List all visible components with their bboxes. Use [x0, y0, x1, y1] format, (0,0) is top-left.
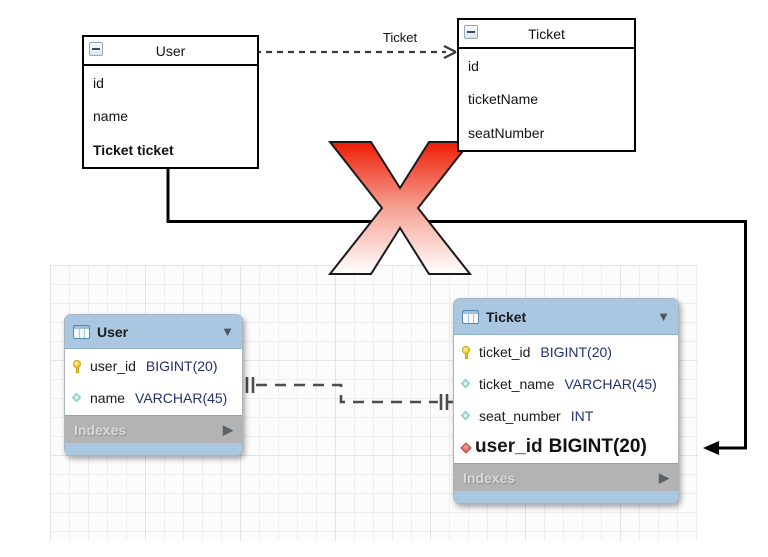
- expand-caret-icon[interactable]: ▶: [659, 470, 669, 485]
- uml-class-user-titlebar[interactable]: User: [84, 37, 257, 66]
- fk-pointer-arrowhead: [703, 441, 719, 455]
- diamond-icon: [460, 377, 473, 392]
- column-name: ticket_id: [479, 344, 531, 360]
- indexes-footer[interactable]: Indexes ▶: [454, 463, 678, 491]
- column-name: ticket_name: [479, 376, 555, 392]
- uml-field[interactable]: id: [459, 49, 634, 83]
- column-row[interactable]: user_id BIGINT(20): [454, 432, 678, 462]
- uml-class-ticket[interactable]: Ticket id ticketName seatNumber: [457, 18, 636, 152]
- diamond-icon: [460, 409, 473, 424]
- column-type: VARCHAR(45): [135, 390, 228, 406]
- er-table-ticket-columns: ticket_id BIGINT(20) ticket_name VARCHAR…: [454, 335, 678, 463]
- collapse-caret-icon[interactable]: ▼: [657, 309, 670, 324]
- table-icon: [73, 324, 90, 339]
- uml-field-label: id: [468, 57, 479, 74]
- uml-field[interactable]: name: [84, 100, 257, 134]
- diamond-icon: [71, 391, 84, 406]
- column-row[interactable]: user_id BIGINT(20): [65, 350, 242, 382]
- uml-field-label: seatNumber: [468, 124, 545, 141]
- uml-field-label: ticketName: [468, 91, 539, 108]
- uml-field[interactable]: id: [84, 66, 257, 100]
- collapse-minus-icon[interactable]: [464, 25, 478, 39]
- uml-class-ticket-fields: id ticketName seatNumber: [459, 49, 634, 150]
- uml-class-user-title: User: [155, 42, 186, 59]
- table-icon: [462, 309, 479, 324]
- dependency-arrow-label: Ticket: [382, 30, 418, 45]
- expand-caret-icon[interactable]: ▶: [223, 422, 233, 437]
- rejection-x-icon: [327, 141, 473, 275]
- column-name: name: [90, 390, 126, 406]
- uml-class-ticket-title: Ticket: [528, 25, 565, 42]
- er-table-ticket-header[interactable]: Ticket ▼: [454, 299, 678, 335]
- column-name: user_id: [475, 436, 543, 457]
- indexes-label: Indexes: [463, 469, 516, 486]
- column-row[interactable]: ticket_name VARCHAR(45): [454, 368, 678, 400]
- column-name: seat_number: [479, 408, 561, 424]
- column-type: BIGINT(20): [145, 358, 218, 374]
- table-bottom-strip: [454, 491, 678, 503]
- er-table-user-columns: user_id BIGINT(20) name VARCHAR(45): [65, 349, 242, 415]
- minus-glyph: [92, 48, 100, 50]
- uml-dependency-arrow: [255, 45, 457, 59]
- er-table-user-header[interactable]: User ▼: [65, 315, 242, 349]
- diamond-red-icon: [460, 440, 473, 455]
- uml-field-label: Ticket ticket: [93, 141, 174, 158]
- indexes-footer[interactable]: Indexes ▶: [65, 415, 242, 443]
- er-table-ticket-title: Ticket: [486, 308, 527, 325]
- column-type: VARCHAR(45): [564, 376, 657, 392]
- er-table-ticket[interactable]: Ticket ▼ ticket_id BIGINT(20) ticket_nam…: [453, 298, 679, 504]
- uml-field[interactable]: seatNumber: [459, 116, 634, 150]
- column-type: BIGINT(20): [548, 436, 647, 457]
- uml-field[interactable]: ticketName: [459, 83, 634, 117]
- collapse-caret-icon[interactable]: ▼: [221, 324, 234, 339]
- table-bottom-strip: [65, 443, 242, 455]
- uml-field-label: name: [93, 108, 129, 125]
- uml-class-user-fields: id name Ticket ticket: [84, 66, 257, 167]
- minus-glyph: [467, 31, 475, 33]
- er-table-user-title: User: [97, 323, 129, 340]
- key-icon: [71, 359, 84, 374]
- er-table-user[interactable]: User ▼ user_id BIGINT(20) name VARCHAR(4…: [64, 314, 243, 456]
- collapse-minus-icon[interactable]: [89, 42, 103, 56]
- uml-field-label: id: [93, 74, 104, 91]
- column-type: INT: [570, 408, 594, 424]
- key-icon: [460, 345, 473, 360]
- column-row[interactable]: ticket_id BIGINT(20): [454, 336, 678, 368]
- column-row[interactable]: name VARCHAR(45): [65, 382, 242, 414]
- column-name: user_id: [90, 358, 136, 374]
- column-row[interactable]: seat_number INT: [454, 400, 678, 432]
- uml-class-user[interactable]: User id name Ticket ticket: [82, 35, 259, 169]
- uml-field[interactable]: Ticket ticket: [84, 133, 257, 167]
- column-type: BIGINT(20): [540, 344, 612, 360]
- uml-class-ticket-titlebar[interactable]: Ticket: [459, 20, 634, 49]
- indexes-label: Indexes: [74, 421, 127, 438]
